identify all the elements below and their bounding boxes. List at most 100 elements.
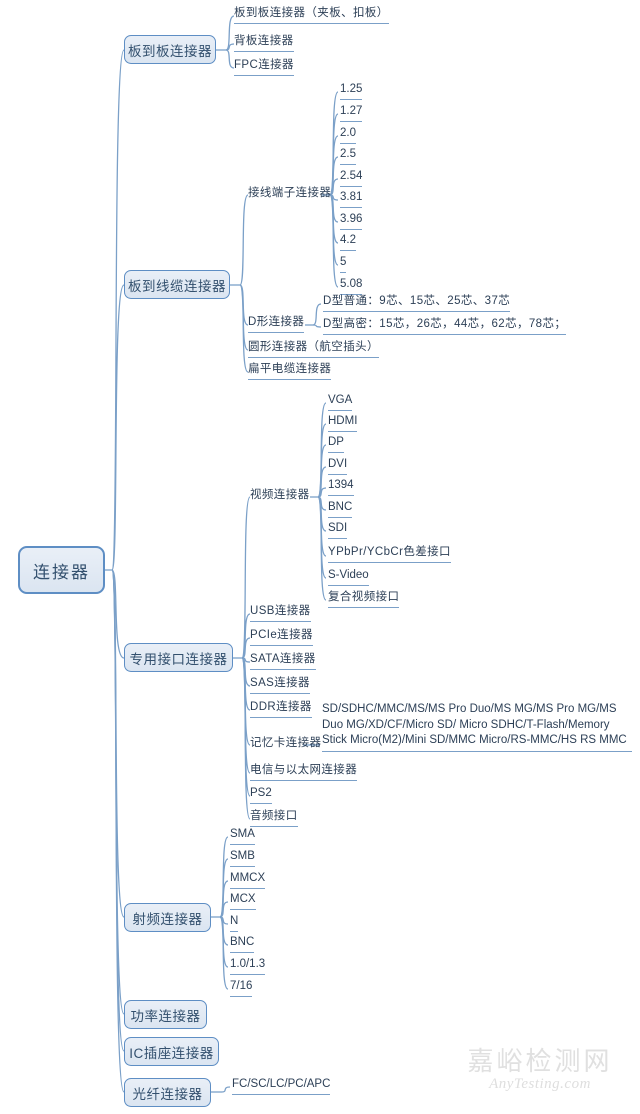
branch-power-label: 功率连接器	[130, 1008, 201, 1024]
node-label: 视频连接器	[250, 489, 310, 501]
leaf-label: S-Video	[328, 569, 369, 581]
leaf-flat-cable-connector[interactable]: 扁平电缆连接器	[248, 362, 332, 380]
leaf-sas-connector[interactable]: SAS连接器	[250, 676, 310, 694]
leaf-video-4[interactable]: 1394	[328, 478, 354, 496]
leaf-d-high-density[interactable]: D型高密：15芯，26芯，44芯，62芯，78芯；	[323, 317, 567, 335]
node-label: 接线端子连接器	[248, 187, 332, 199]
leaf-label: SAS连接器	[250, 677, 310, 689]
leaf-label: 3.81	[340, 191, 363, 203]
leaf-rf-7[interactable]: 7/16	[230, 979, 253, 997]
leaf-rf-4[interactable]: N	[230, 914, 239, 932]
leaf-pitch-3[interactable]: 2.5	[340, 147, 356, 165]
node-d-shape[interactable]: D形连接器	[248, 315, 305, 333]
leaf-label: YPbPr/YCbCr色差接口	[328, 546, 451, 558]
leaf-usb-connector[interactable]: USB连接器	[250, 604, 311, 622]
leaf-video-9[interactable]: 复合视频接口	[328, 590, 400, 608]
branch-board-to-board[interactable]: 板到板连接器	[124, 35, 216, 64]
node-video-connector[interactable]: 视频连接器	[250, 488, 310, 505]
leaf-rf-1[interactable]: SMB	[230, 849, 255, 867]
leaf-memory-card-list[interactable]: SD/SDHC/MMC/MS/MS Pro Duo/MS MG/MS Pro M…	[322, 702, 632, 752]
leaf-pitch-9[interactable]: 5.08	[340, 277, 363, 295]
leaf-pitch-5[interactable]: 3.81	[340, 190, 363, 208]
node-memory-card-connector[interactable]: 记忆卡连接器	[250, 736, 321, 753]
leaf-label: 音频接口	[250, 810, 298, 822]
leaf-rf-0[interactable]: SMA	[230, 827, 255, 845]
leaf-rf-3[interactable]: MCX	[230, 892, 256, 910]
branch-board-to-cable[interactable]: 板到线缆连接器	[124, 270, 230, 299]
leaf-label: 7/16	[230, 980, 253, 992]
leaf-pitch-7[interactable]: 4.2	[340, 233, 356, 251]
leaf-optical-fiber-types[interactable]: FC/SC/LC/PC/APC	[232, 1077, 331, 1095]
branch-optical-fiber[interactable]: 光纤连接器	[124, 1078, 211, 1107]
branch-power[interactable]: 功率连接器	[124, 1000, 207, 1029]
root-node[interactable]: 连接器	[18, 546, 105, 594]
leaf-video-3[interactable]: DVI	[328, 457, 348, 475]
leaf-label: SMA	[230, 828, 255, 840]
leaf-label: SMB	[230, 850, 255, 862]
leaf-label: MCX	[230, 893, 256, 905]
leaf-pitch-4[interactable]: 2.54	[340, 169, 363, 187]
leaf-label: 1.27	[340, 105, 363, 117]
leaf-pitch-0[interactable]: 1.25	[340, 82, 363, 100]
branch-special-interface[interactable]: 专用接口连接器	[124, 643, 233, 672]
root-node-label: 连接器	[33, 562, 90, 582]
leaf-label: D型高密：15芯，26芯，44芯，62芯，78芯；	[323, 318, 567, 330]
leaf-video-5[interactable]: BNC	[328, 500, 353, 518]
leaf-label: 背板连接器	[234, 35, 294, 47]
leaf-rf-5[interactable]: BNC	[230, 935, 255, 953]
branch-optical-fiber-label: 光纤连接器	[132, 1086, 203, 1102]
leaf-pitch-6[interactable]: 3.96	[340, 212, 363, 230]
leaf-label: 1394	[328, 479, 354, 491]
leaf-ddr-connector[interactable]: DDR连接器	[250, 700, 312, 718]
leaf-label: 5	[340, 256, 347, 268]
leaf-audio-interface[interactable]: 音频接口	[250, 809, 298, 827]
leaf-video-6[interactable]: SDI	[328, 521, 348, 539]
leaf-rf-6[interactable]: 1.0/1.3	[230, 957, 266, 975]
leaf-label: 复合视频接口	[328, 591, 400, 603]
node-terminal-block[interactable]: 接线端子连接器	[248, 186, 331, 203]
leaf-rf-2[interactable]: MMCX	[230, 871, 266, 889]
leaf-pitch-8[interactable]: 5	[340, 255, 347, 273]
leaf-label: 圆形连接器（航空插头）	[248, 341, 379, 353]
branch-rf-label: 射频连接器	[132, 911, 203, 927]
leaf-label: D型普通：9芯、15芯、25芯、37芯	[323, 295, 511, 307]
leaf-ps2[interactable]: PS2	[250, 786, 272, 804]
leaf-video-1[interactable]: HDMI	[328, 414, 358, 432]
leaf-label: 2.0	[340, 127, 356, 139]
leaf-label: BNC	[328, 501, 353, 513]
watermark-cn: 嘉峪检测网	[467, 1046, 613, 1076]
leaf-board-to-board-1[interactable]: 背板连接器	[234, 34, 294, 52]
leaf-circular-connector[interactable]: 圆形连接器（航空插头）	[248, 340, 379, 358]
leaf-label: USB连接器	[250, 605, 311, 617]
leaf-label: 2.54	[340, 170, 363, 182]
leaf-video-0[interactable]: VGA	[328, 393, 353, 411]
leaf-label: HDMI	[328, 415, 358, 427]
leaf-label: PS2	[250, 787, 272, 799]
leaf-label: 1.25	[340, 83, 363, 95]
leaf-board-to-board-2[interactable]: FPC连接器	[234, 58, 294, 76]
leaf-video-2[interactable]: DP	[328, 435, 344, 453]
branch-board-to-board-label: 板到板连接器	[128, 43, 212, 59]
leaf-label: DVI	[328, 458, 348, 470]
leaf-pitch-1[interactable]: 1.27	[340, 104, 363, 122]
branch-ic-socket[interactable]: IC插座连接器	[124, 1037, 219, 1066]
leaf-label: SDI	[328, 522, 348, 534]
leaf-video-8[interactable]: S-Video	[328, 568, 369, 586]
leaf-label: 1.0/1.3	[230, 958, 266, 970]
branch-rf[interactable]: 射频连接器	[124, 903, 211, 932]
leaf-label: 5.08	[340, 278, 363, 290]
leaf-d-standard[interactable]: D型普通：9芯、15芯、25芯、37芯	[323, 294, 511, 312]
branch-special-interface-label: 专用接口连接器	[129, 651, 228, 667]
leaf-telecom-ethernet-connector[interactable]: 电信与以太网连接器	[250, 763, 358, 781]
leaf-label: VGA	[328, 394, 353, 406]
leaf-pitch-2[interactable]: 2.0	[340, 126, 356, 144]
leaf-video-7[interactable]: YPbPr/YCbCr色差接口	[328, 545, 451, 563]
leaf-board-to-board-0[interactable]: 板到板连接器（夹板、扣板）	[234, 6, 389, 24]
leaf-sata-connector[interactable]: SATA连接器	[250, 652, 316, 670]
leaf-label: 电信与以太网连接器	[250, 764, 358, 776]
leaf-label: 3.96	[340, 213, 363, 225]
leaf-pcie-connector[interactable]: PCIe连接器	[250, 628, 313, 646]
watermark: 嘉峪检测网 AnyTesting.com	[450, 1046, 630, 1093]
leaf-label: 4.2	[340, 234, 356, 246]
